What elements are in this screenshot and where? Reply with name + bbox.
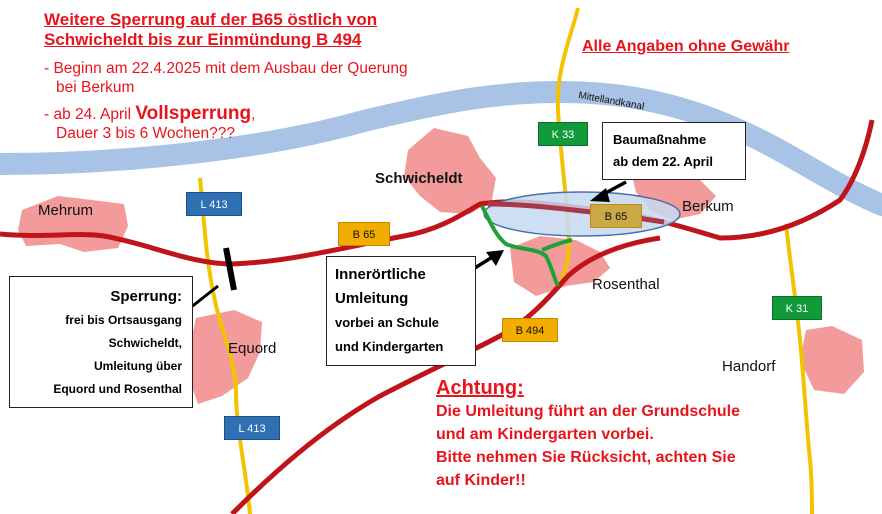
road-k31 [784,223,814,514]
place-berkum: Berkum [682,198,734,215]
road-k33 [555,7,580,285]
warning-line4: auf Kinder!! [436,472,526,489]
bullet-construction-start: - Beginn am 22.4.2025 mit dem Ausbau der… [44,59,408,97]
closure-line3: Umleitung über [93,359,182,373]
headline-line1: Weitere Sperrung auf der B65 östlich von [44,10,378,29]
settlement-equord [188,310,262,404]
detour-callout: Innerörtliche Umleitung vorbei an Schule… [326,256,476,366]
construction-callout: Baumaßnahme ab dem 22. April [602,122,746,180]
warning-line2: und am Kindergarten vorbei. [436,426,654,443]
headline-line2: Schwicheldt bis zur Einmündung B 494 [44,30,362,49]
place-equord: Equord [228,340,277,357]
bullet-full-closure: - ab 24. April Vollsperrung, Dauer 3 bis… [44,104,255,143]
detour-line1: Innerörtliche [335,266,426,283]
place-rosenthal: Rosenthal [592,276,660,293]
closure-title: Sperrung: [110,288,182,305]
road-closure-bar [223,247,237,291]
bullet1-line2: bei Berkum [56,79,135,96]
headline: Weitere Sperrung auf der B65 östlich von… [44,10,377,50]
detour-line4: und Kindergarten [335,339,444,354]
arrow-to-construction [590,180,627,202]
bullet2-line2: Dauer 3 bis 6 Wochen??? [56,125,235,142]
bullet2-prefix: - ab 24. April [44,106,136,123]
warning-line1: Die Umleitung führt an der Grundschule [436,403,741,420]
detour-line2: Umleitung [335,290,409,307]
detour-line3: vorbei an Schule [335,315,440,330]
road-sign-l413-north: L 413 [186,192,242,216]
road-sign-k33: K 33 [538,122,588,146]
construction-line2: ab dem 22. April [613,154,713,169]
road-sign-l413-south: L 413 [224,416,280,440]
disclaimer: Alle Angaben ohne Gewähr [582,38,790,55]
road-b65 [0,119,875,267]
road-b494 [230,235,661,514]
settlement-schwicheldt [404,128,496,214]
bullet2-emphasis: Vollsperrung [135,103,252,124]
closure-line2: Schwicheldt, [108,336,182,350]
arrow-to-closure [189,284,219,310]
construction-line1: Baumaßnahme [613,132,707,147]
place-schwicheldt: Schwicheldt [375,170,463,187]
road-l413 [198,177,252,514]
bullet1-line1: - Beginn am 22.4.2025 mit dem Ausbau der… [44,60,408,77]
settlement-handorf [800,326,864,394]
road-sign-k31: K 31 [772,296,822,320]
road-sign-b494: B 494 [502,318,558,342]
place-handorf: Handorf [722,358,776,375]
closure-line4: Equord und Rosenthal [53,382,182,396]
warning-line3: Bitte nehmen Sie Rücksicht, achten Sie [436,449,736,466]
warning-notice: Achtung: Die Umleitung führt an der Grun… [436,376,740,492]
warning-title: Achtung: [436,377,524,399]
detour-route [480,205,573,287]
bullet2-suffix: , [251,106,256,123]
road-sign-b65-construction: B 65 [590,204,642,228]
canal-mittellandkanal [0,80,882,216]
road-sign-b65: B 65 [338,222,390,246]
construction-area [483,191,681,237]
closure-line1: frei bis Ortsausgang [65,313,182,327]
closure-callout: Sperrung: frei bis Ortsausgang Schwichel… [9,276,193,408]
place-mehrum: Mehrum [38,202,94,219]
